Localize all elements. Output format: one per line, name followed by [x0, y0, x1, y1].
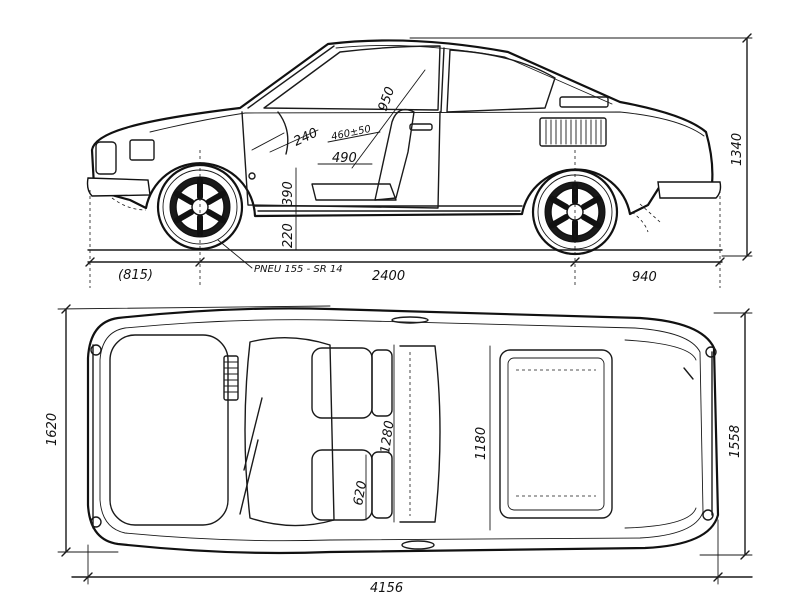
door-window	[263, 45, 441, 111]
dim-line-240	[269, 129, 319, 153]
front-seat-upper-back	[371, 349, 393, 417]
rear-bumper	[657, 181, 722, 199]
dim-ticks-length	[83, 572, 723, 582]
front-apron	[111, 197, 147, 211]
dim-240: 240	[291, 126, 320, 150]
front-seat-upper	[311, 347, 373, 419]
dim-940: 940	[632, 270, 657, 285]
dim-4156: 4156	[370, 581, 403, 596]
rear-apron	[631, 203, 661, 233]
hood-vent	[223, 355, 239, 401]
rear-overrider-upper	[705, 346, 717, 358]
top-view: 1280 1180 620 1620 1558 4156	[45, 304, 753, 596]
rear-vent-grille	[539, 117, 607, 147]
windshield	[244, 336, 335, 527]
tyre-label: PNEU 155 - SR 14	[254, 264, 343, 275]
rear-badge	[559, 96, 609, 108]
hood-panel	[109, 334, 229, 526]
dim-1558: 1558	[728, 425, 743, 458]
rear-overrider-lower	[702, 509, 714, 521]
roof-inner-line	[335, 45, 613, 105]
dim-ticks-height	[742, 33, 752, 261]
front-seat-lower-back	[371, 451, 393, 519]
top-body-outline	[86, 307, 720, 555]
dim-2400: 2400	[372, 269, 405, 284]
dim-ticks-width	[61, 304, 71, 557]
antenna	[683, 367, 694, 380]
front-overrider-upper	[90, 344, 102, 356]
front-badge	[129, 139, 155, 161]
dim-1180: 1180	[474, 427, 489, 460]
side-view: 950 240 460±50 490 390 220 (815) 2400 94…	[85, 33, 753, 288]
steering-column	[251, 132, 285, 151]
belt-line	[149, 111, 705, 137]
tyre-leader-line	[217, 239, 253, 269]
dim-line-460	[327, 131, 381, 143]
dim-220: 220	[281, 223, 296, 248]
dim-620: 620	[351, 480, 370, 507]
rear-window	[499, 349, 613, 519]
rear-bench	[399, 345, 441, 523]
wipers	[239, 397, 263, 515]
front-overrider-lower	[90, 516, 102, 528]
vent-slats	[545, 119, 602, 145]
seat-backrest	[374, 108, 415, 201]
steering-wheel	[277, 111, 289, 155]
dim-line-950	[351, 69, 426, 169]
dim-1280: 1280	[378, 420, 397, 455]
quarter-window	[446, 49, 556, 113]
side-indicator	[248, 172, 256, 180]
top-body-inner-line	[99, 319, 704, 542]
rear-window-inner	[507, 357, 605, 511]
b-pillar	[440, 47, 445, 113]
dim-460: 460±50	[330, 124, 372, 143]
engine-lid-lines	[624, 339, 697, 529]
dim-815: (815)	[118, 268, 153, 283]
dim-390: 390	[281, 181, 296, 206]
rear-window-dash	[516, 369, 596, 497]
mirror-upper	[391, 316, 429, 324]
hood-vent-slats	[223, 361, 239, 393]
front-bumper	[86, 177, 151, 197]
door-outline	[241, 111, 441, 209]
dim-1340: 1340	[730, 133, 745, 166]
seat-cushion	[311, 183, 397, 201]
ext-line-top-edge	[57, 305, 331, 310]
mirror-lower	[401, 540, 435, 550]
side-body-outline	[90, 39, 714, 218]
door-handle	[409, 123, 433, 131]
dim-490: 490	[332, 151, 357, 166]
headlight	[95, 141, 117, 175]
dim-ticks-side	[85, 257, 725, 267]
dim-1620: 1620	[45, 413, 60, 446]
a-pillar	[247, 45, 335, 109]
dim-ticks-right	[740, 308, 750, 560]
